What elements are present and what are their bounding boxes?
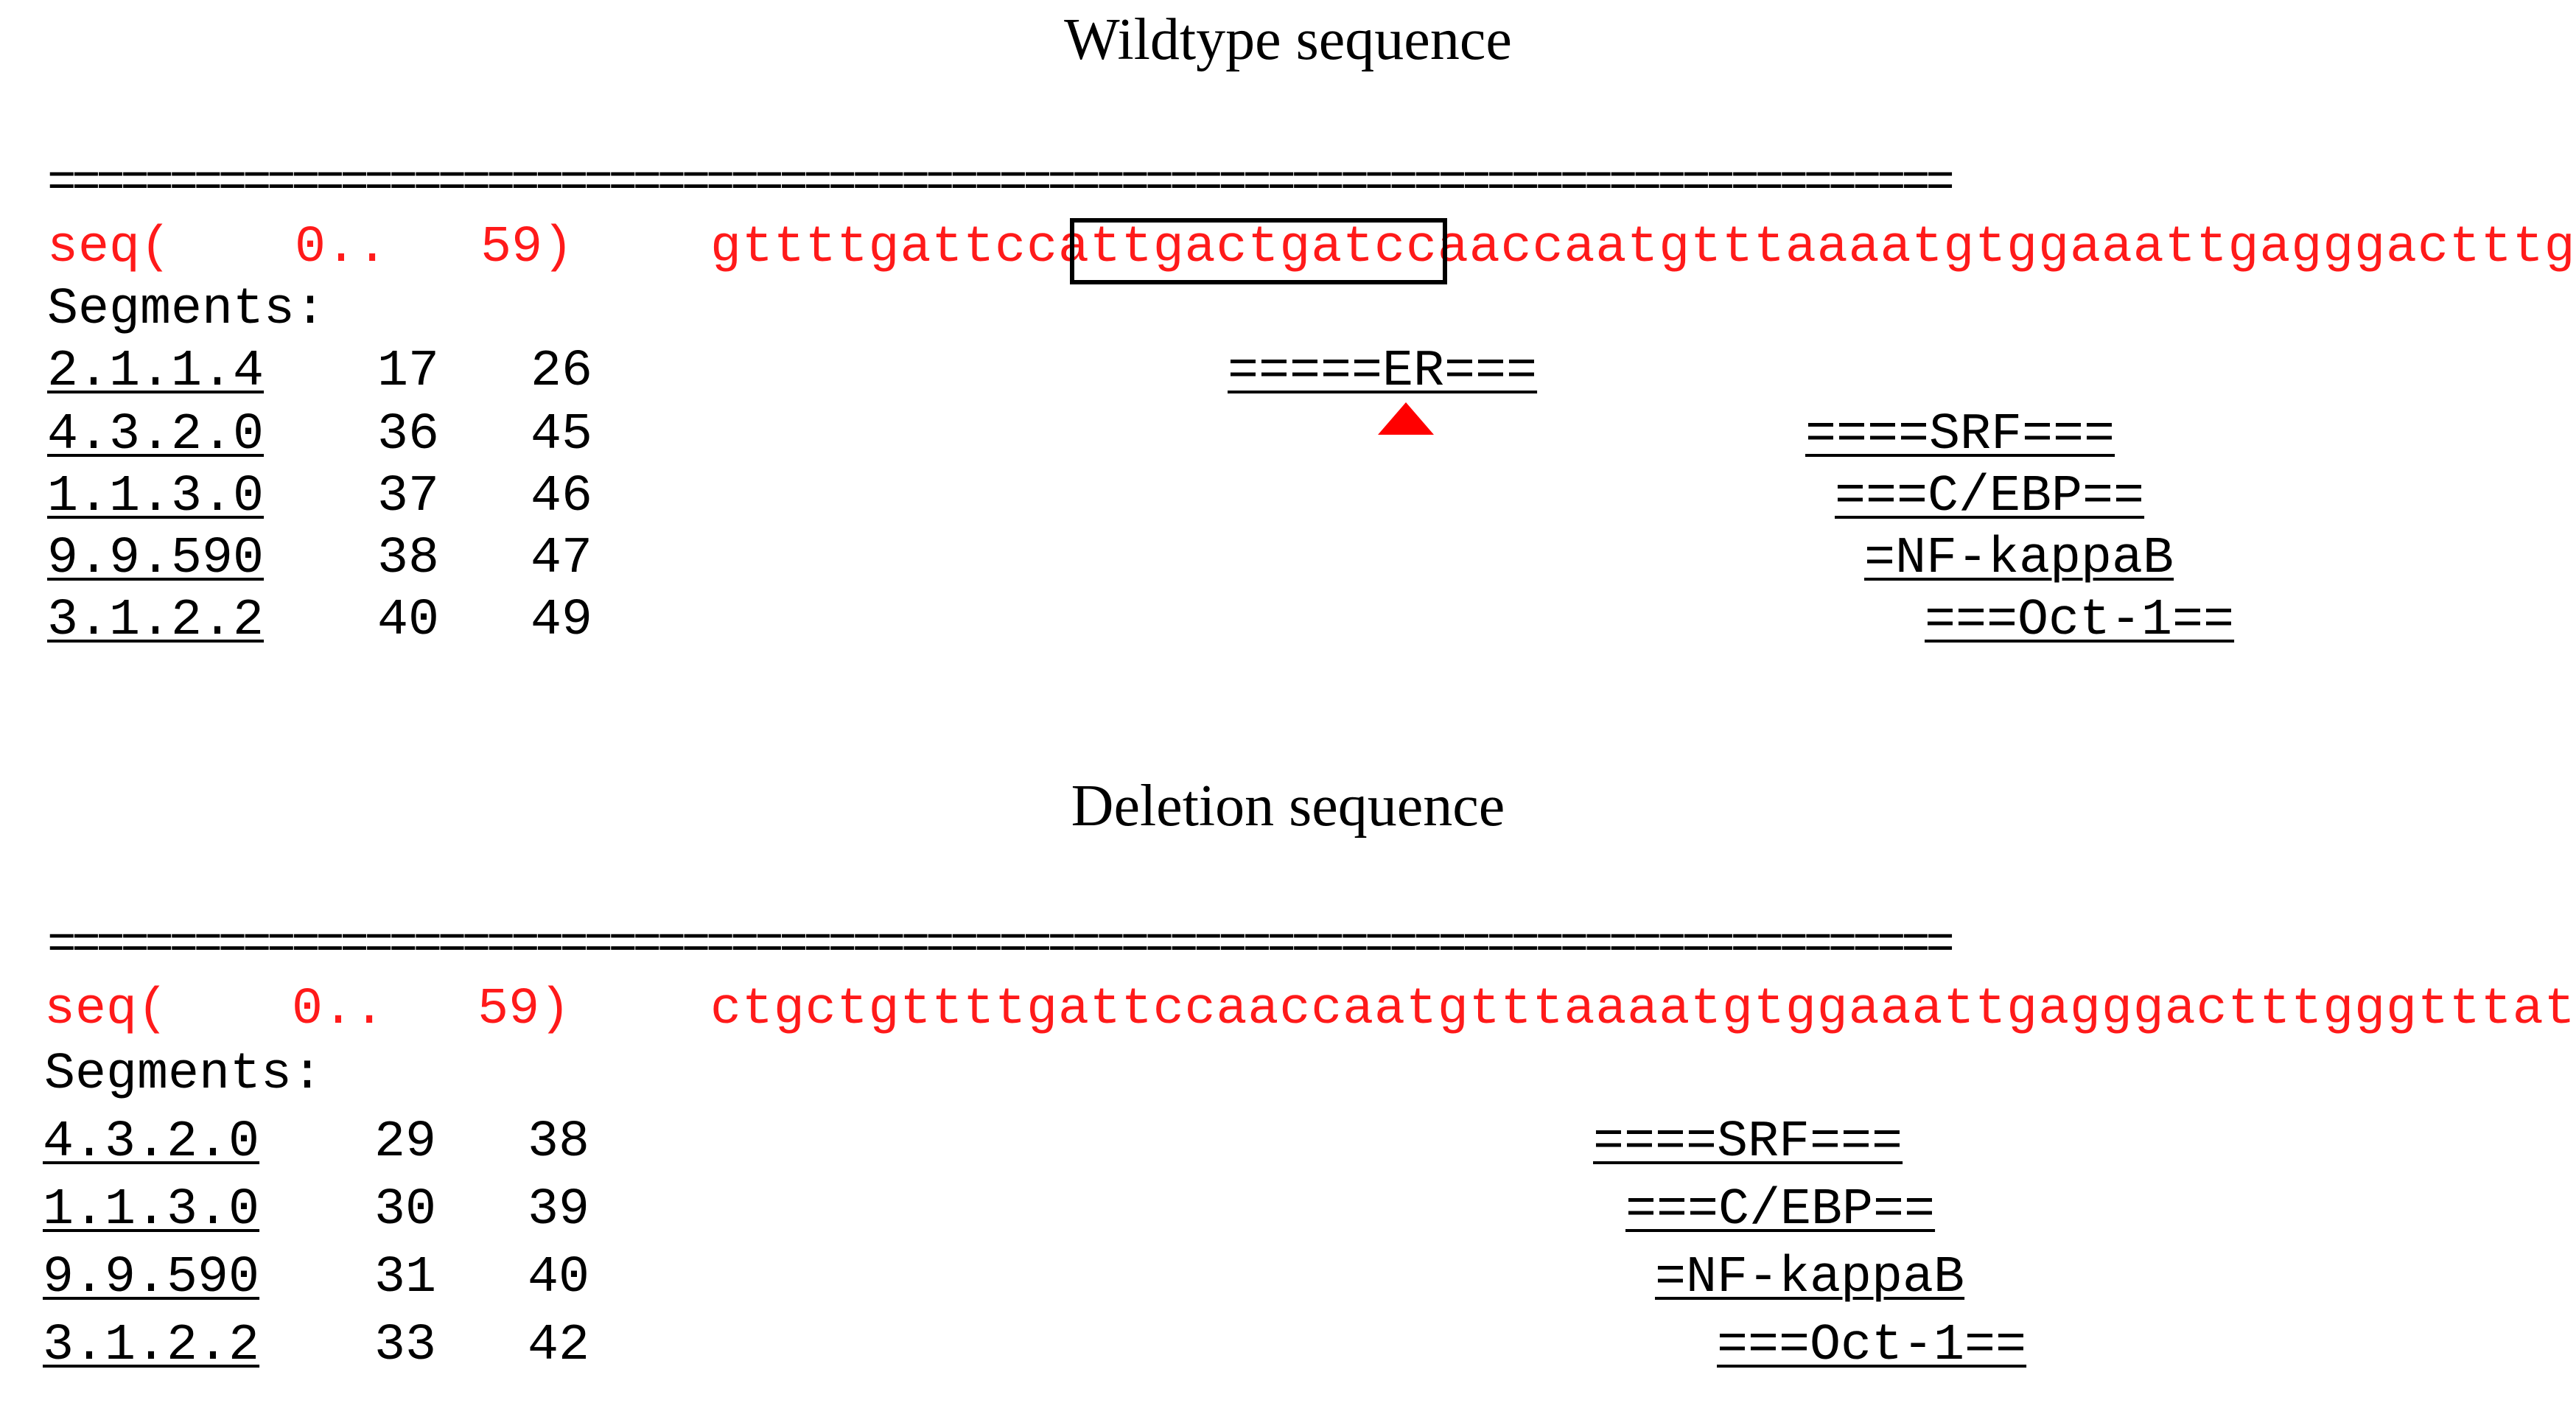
wildtype-segment-start: 17 <box>377 343 440 401</box>
deletion-segment-start: 29 <box>374 1113 437 1172</box>
wildtype-title: Wildtype sequence <box>1064 7 1512 72</box>
deletion-segment-start: 33 <box>374 1317 437 1375</box>
wildtype-segment-end: 47 <box>531 530 593 588</box>
deletion-segment-id[interactable]: 9.9.590 <box>43 1249 260 1307</box>
wildtype-segment-start: 40 <box>377 592 440 650</box>
wildtype-annotation-cebp: ===C/EBP== <box>1835 468 2145 526</box>
deleted-region-box <box>1070 218 1447 284</box>
wildtype-annotation-nfkappab: =NF-kappaB <box>1864 530 2174 588</box>
deletion-annotation-srf: ====SRF=== <box>1593 1113 1903 1172</box>
deletion-segment-end: 38 <box>528 1113 590 1172</box>
deletion-sequence: ctgctgttttgattccaaccaatgtttaaaatgtggaaat… <box>710 981 2576 1039</box>
wildtype-segment-id[interactable]: 4.3.2.0 <box>47 406 265 464</box>
deletion-annotation-cebp: ===C/EBP== <box>1625 1181 1936 1239</box>
wildtype-segment-id[interactable]: 3.1.2.2 <box>47 592 265 650</box>
deletion-annotation-nfkappab: =NF-kappaB <box>1655 1249 1965 1307</box>
deletion-annotation-oct1: ===Oct-1== <box>1717 1317 2027 1375</box>
wildtype-separator: ========================================… <box>47 155 1955 211</box>
wildtype-segment-end: 45 <box>531 406 593 464</box>
triangle-up-icon <box>1378 402 1434 435</box>
deletion-segment-end: 42 <box>528 1317 590 1375</box>
wildtype-annotation-er: =====ER=== <box>1228 343 1538 401</box>
wildtype-segment-start: 38 <box>377 530 440 588</box>
deletion-title: Deletion sequence <box>1071 774 1505 839</box>
wildtype-segment-end: 26 <box>531 343 593 401</box>
wildtype-segment-end: 46 <box>531 468 593 526</box>
wildtype-segment-start: 36 <box>377 406 440 464</box>
wildtype-segments-label: Segments: <box>47 281 326 339</box>
wildtype-segment-id[interactable]: 1.1.3.0 <box>47 468 265 526</box>
deletion-segment-start: 30 <box>374 1181 437 1239</box>
wildtype-annotation-srf: ====SRF=== <box>1805 406 2115 464</box>
wildtype-annotation-oct1: ===Oct-1== <box>1925 592 2235 650</box>
deletion-segment-id[interactable]: 3.1.2.2 <box>43 1317 260 1375</box>
wildtype-segment-id[interactable]: 2.1.1.4 <box>47 343 265 401</box>
deletion-segment-end: 39 <box>528 1181 590 1239</box>
wildtype-segment-end: 49 <box>531 592 593 650</box>
wildtype-seq-label: seq( 0.. 59) <box>47 219 574 277</box>
wildtype-segment-id[interactable]: 9.9.590 <box>47 530 265 588</box>
deletion-seq-label: seq( 0.. 59) <box>44 981 571 1039</box>
wildtype-segment-start: 37 <box>377 468 440 526</box>
deletion-segment-end: 40 <box>528 1249 590 1307</box>
wildtype-sequence: gttttgattccattgactgatccaaccaatgtttaaaatg… <box>710 219 2576 277</box>
deletion-segment-id[interactable]: 4.3.2.0 <box>43 1113 260 1172</box>
deletion-segment-start: 31 <box>374 1249 437 1307</box>
deletion-segment-id[interactable]: 1.1.3.0 <box>43 1181 260 1239</box>
deletion-segments-label: Segments: <box>44 1046 323 1104</box>
deletion-separator: ========================================… <box>47 917 1955 973</box>
